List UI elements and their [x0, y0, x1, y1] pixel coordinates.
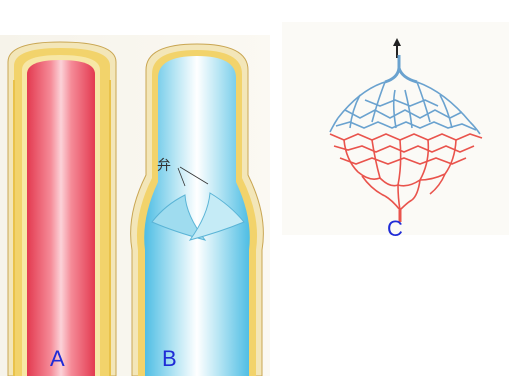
label-a: A [50, 346, 65, 372]
vein-b [131, 44, 264, 376]
artery-a [8, 42, 116, 376]
label-c: C [387, 216, 403, 242]
valve-label: 弁 [157, 155, 171, 175]
label-b: B [162, 346, 177, 372]
